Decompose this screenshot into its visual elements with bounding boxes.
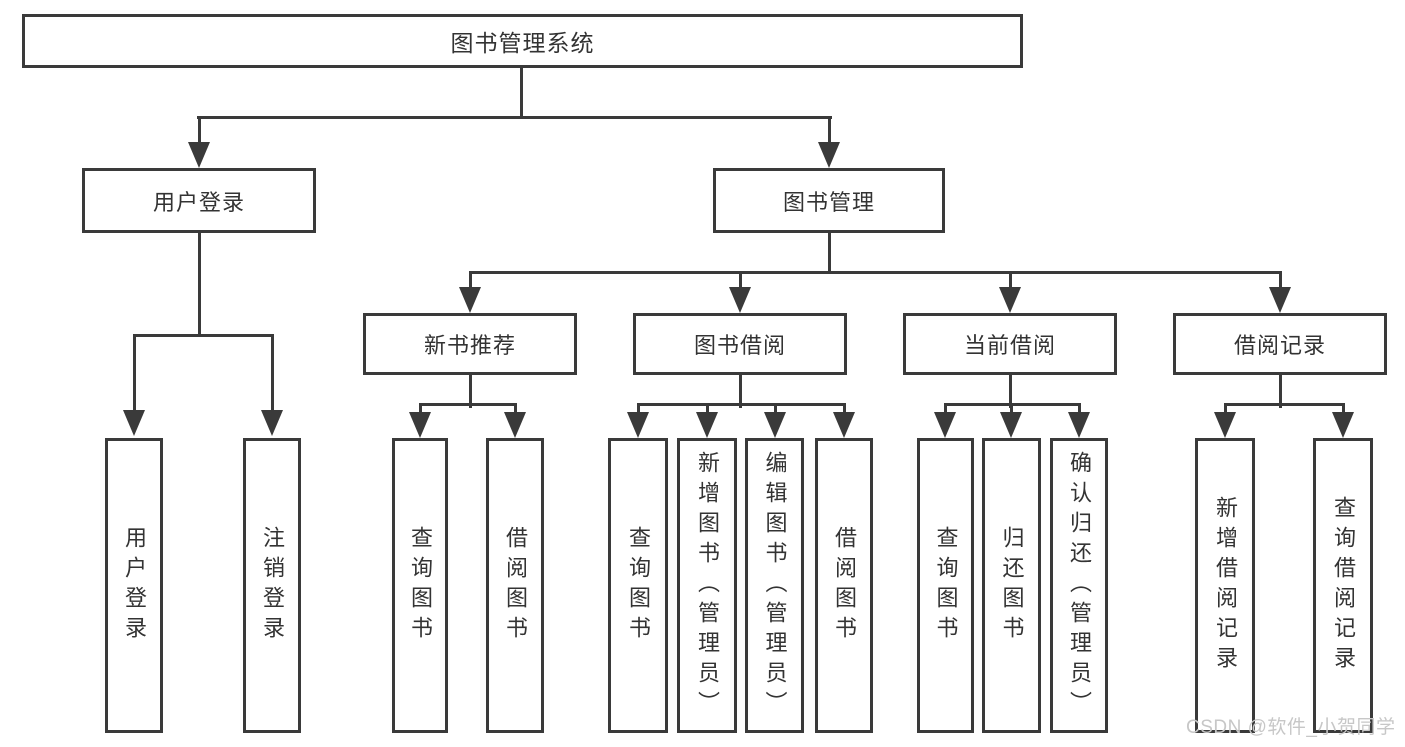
connector-borrow-records-shaft [1279, 271, 1282, 290]
node-leaf-user-login: 用户登录 [105, 438, 163, 733]
connector-bb-horizontal [637, 403, 846, 406]
connector-bb-borrow-shaft [843, 403, 846, 415]
connector-leaf-logout-shaft [271, 334, 274, 414]
node-book-management: 图书管理 [713, 168, 945, 233]
connector-book-mgmt-down [828, 233, 831, 273]
watermark: CSDN @软件_小贺同学 [1186, 717, 1396, 738]
connector-new-book-rec-shaft [469, 271, 472, 290]
node-current-borrowing: 当前借阅 [903, 313, 1117, 375]
connector-rec-borrow-shaft [514, 403, 517, 415]
arrow-down-icon [696, 412, 718, 438]
connector-user-login-shaft [198, 116, 201, 146]
connector-leaf-login-shaft [133, 334, 136, 414]
connector-bb-add-shaft [706, 403, 709, 415]
node-cb-return-books: 归还图书 [982, 438, 1041, 733]
node-bb-edit-books-admin: 编辑图书（管理员） [745, 438, 804, 733]
connector-user-login-down [198, 233, 201, 337]
connector-br-add-shaft [1224, 403, 1227, 415]
connector-current-borrow-shaft [1009, 271, 1012, 290]
node-user-login: 用户登录 [82, 168, 316, 233]
arrow-down-icon [999, 287, 1021, 313]
node-new-book-recommendation: 新书推荐 [363, 313, 577, 375]
node-bb-borrow-books: 借阅图书 [815, 438, 873, 733]
node-cb-query-books: 查询图书 [917, 438, 974, 733]
arrow-down-icon [1332, 412, 1354, 438]
node-bb-add-books-admin: 新增图书（管理员） [677, 438, 737, 733]
connector-bb-edit-shaft [774, 403, 777, 415]
node-br-query-record: 查询借阅记录 [1313, 438, 1373, 733]
arrow-down-icon [729, 287, 751, 313]
connector-root-down [520, 66, 523, 118]
node-rec-borrow-books: 借阅图书 [486, 438, 544, 733]
arrow-down-icon [934, 412, 956, 438]
connector-level1-horizontal [197, 116, 832, 119]
arrow-down-icon [1068, 412, 1090, 438]
arrow-down-icon [504, 412, 526, 438]
node-rec-query-books: 查询图书 [392, 438, 448, 733]
connector-book-borrow-shaft [739, 271, 742, 290]
connector-rec-query-shaft [419, 403, 422, 415]
node-leaf-logout: 注销登录 [243, 438, 301, 733]
connector-br-query-shaft [1342, 403, 1345, 415]
arrow-down-icon [1214, 412, 1236, 438]
node-bb-query-books: 查询图书 [608, 438, 668, 733]
connector-user-login-horizontal [133, 334, 274, 337]
arrow-down-icon [409, 412, 431, 438]
node-br-add-record: 新增借阅记录 [1195, 438, 1255, 733]
connector-cb-down [1009, 375, 1012, 408]
connector-level3-horizontal [469, 271, 1281, 274]
connector-cb-confirm-shaft [1078, 403, 1081, 415]
connector-br-horizontal [1224, 403, 1345, 406]
arrow-down-icon [1269, 287, 1291, 313]
connector-cb-return-shaft [1010, 403, 1013, 415]
node-book-borrowing: 图书借阅 [633, 313, 847, 375]
arrow-down-icon [764, 412, 786, 438]
node-borrowing-records: 借阅记录 [1173, 313, 1387, 375]
arrow-down-icon [261, 410, 283, 436]
connector-rec-horizontal [419, 403, 517, 406]
arrow-down-icon [123, 410, 145, 436]
connector-cb-query-shaft [944, 403, 947, 415]
connector-bb-down [739, 375, 742, 408]
arrow-down-icon [459, 287, 481, 313]
arrow-down-icon [818, 142, 840, 168]
node-cb-confirm-return-admin: 确认归还（管理员） [1050, 438, 1108, 733]
arrow-down-icon [627, 412, 649, 438]
arrow-down-icon [833, 412, 855, 438]
arrow-down-icon [1000, 412, 1022, 438]
connector-rec-down [469, 375, 472, 408]
connector-br-down [1279, 375, 1282, 408]
arrow-down-icon [188, 142, 210, 168]
connector-bb-query-shaft [637, 403, 640, 415]
connector-book-mgmt-shaft [828, 116, 831, 146]
node-library-management-system: 图书管理系统 [22, 14, 1023, 68]
